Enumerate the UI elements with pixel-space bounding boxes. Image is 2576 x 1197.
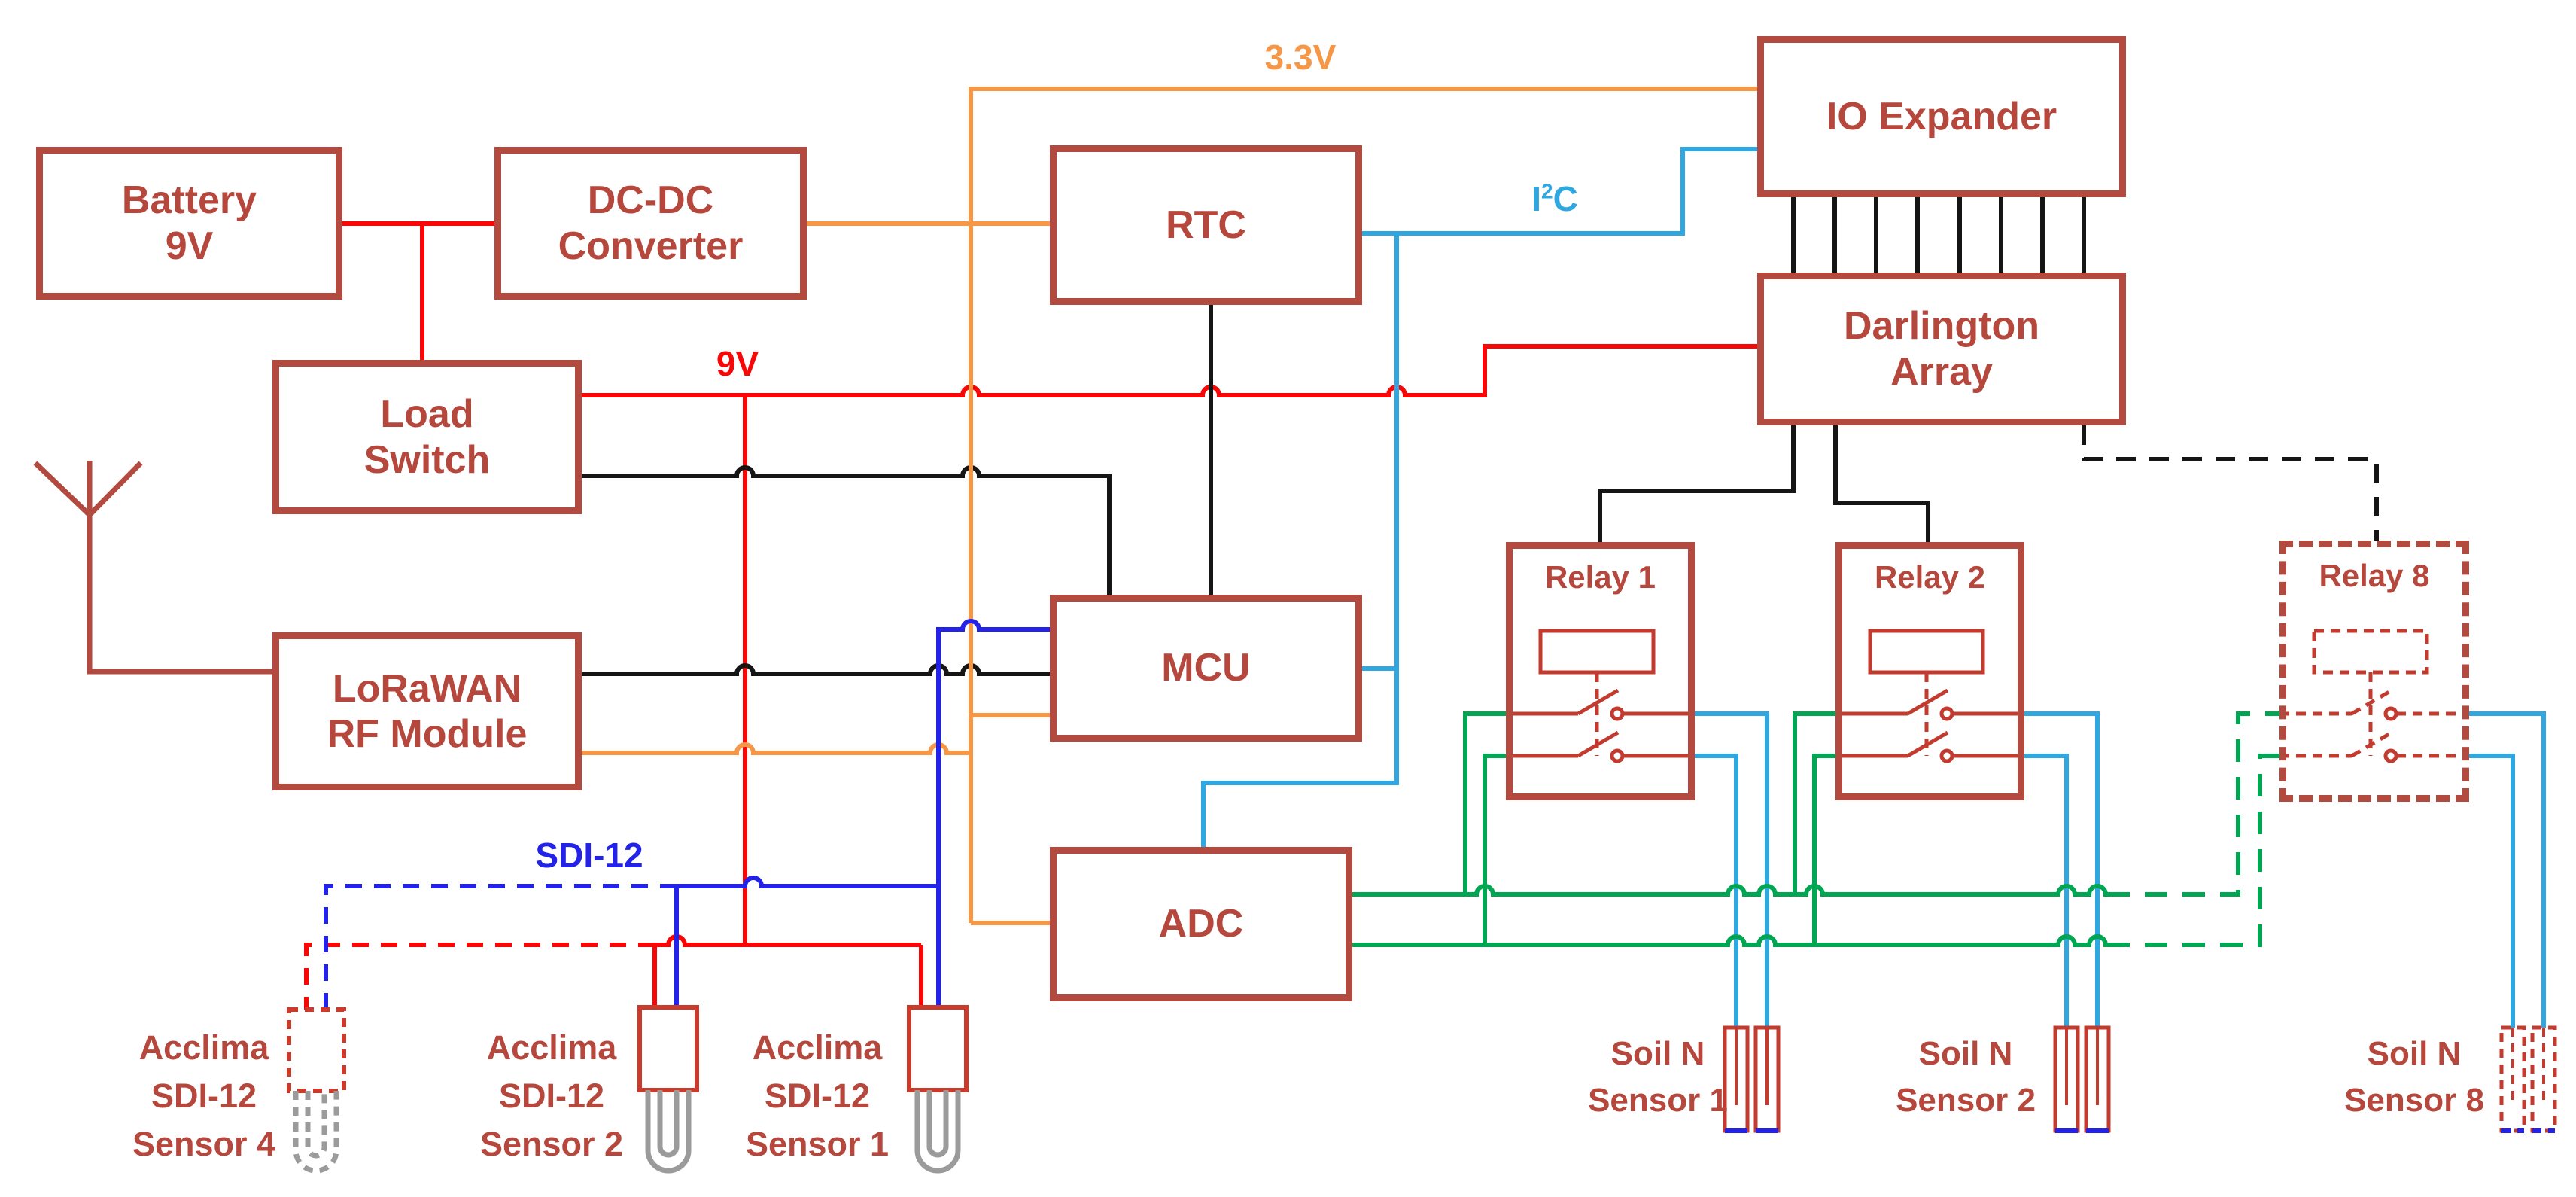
wire-relay2-upper-to-sensor — [2024, 711, 2100, 1028]
wire-sdi12-dashed-to-acclima4 — [324, 884, 677, 1010]
caption-acclima1-line1: Acclima — [752, 1028, 883, 1067]
caption-soil-sensor2: Soil N Sensor 2 — [1896, 1031, 2036, 1124]
block-lorawan-line1: LoRaWAN — [332, 666, 522, 711]
block-dcdc-converter: DC-DC Converter — [494, 147, 807, 300]
block-darlington-line1: Darlington — [1844, 304, 2039, 349]
block-dcdc-line2: Converter — [558, 224, 744, 268]
wire-red-dashed-to-acclima4 — [304, 943, 655, 1010]
caption-acclima1-line3: Sensor 1 — [745, 1125, 890, 1163]
wire-green-dashed-relay8-lower — [2107, 754, 2279, 947]
wire-green-upper-rail — [1352, 884, 2108, 897]
caption-acclima4-line1: Acclima — [138, 1028, 269, 1067]
block-mcu: MCU — [1050, 595, 1362, 742]
wire-green-lower-rail — [1352, 934, 2108, 947]
caption-soil2-line1: Soil N — [1918, 1035, 2013, 1072]
block-relay1: Relay 1 — [1506, 542, 1695, 800]
block-darlington-array: Darlington Array — [1757, 273, 2126, 425]
block-battery-line1: Battery — [121, 178, 257, 223]
wire-relay8-lower-to-sensor — [2469, 754, 2515, 1028]
wire-sdi12-rail — [677, 876, 938, 888]
wire-io-darlington-bus — [1791, 197, 2086, 273]
block-adc: ADC — [1050, 847, 1352, 1001]
wire-green-relay1-upper — [1463, 711, 1506, 894]
label-i2c-bus: I2C — [1531, 178, 1578, 219]
label-i2c-sup: 2 — [1540, 179, 1553, 203]
caption-soil8-line2: Sensor 8 — [2344, 1082, 2484, 1119]
caption-soil1-line1: Soil N — [1610, 1035, 1705, 1072]
block-battery: Battery 9V — [36, 147, 342, 300]
wire-relay1-upper-to-sensor — [1695, 711, 1769, 1028]
block-load-switch-line2: Switch — [363, 437, 491, 482]
wire-relay8-upper-to-sensor — [2469, 711, 2546, 1028]
block-rtc-label: RTC — [1166, 203, 1246, 247]
label-i2c-post: C — [1553, 179, 1578, 218]
wire-darlington-to-relay1 — [1598, 425, 1796, 542]
caption-acclima-sensor1: Acclima SDI-12 Sensor 1 — [746, 1024, 889, 1168]
block-battery-line2: 9V — [165, 224, 214, 268]
block-relay2-title: Relay 2 — [1874, 559, 1986, 595]
relay8-internals — [2279, 629, 2469, 763]
caption-acclima-sensor2: Acclima SDI-12 Sensor 2 — [480, 1024, 623, 1168]
label-sdi12-bus: SDI-12 — [535, 836, 643, 875]
block-rtc: RTC — [1050, 145, 1362, 305]
caption-acclima2-line1: Acclima — [486, 1028, 617, 1067]
caption-acclima-sensor4: Acclima SDI-12 Sensor 4 — [132, 1024, 275, 1168]
caption-soil8-line1: Soil N — [2367, 1035, 2462, 1072]
wire-green-dashed-relay8-upper — [2107, 711, 2279, 897]
soil-sensor2-glyph — [2053, 1025, 2111, 1133]
wire-darlington-to-relay8-dashed — [2082, 425, 2379, 541]
soil-sensor1-glyph — [1723, 1025, 1781, 1133]
acclima-sensor2-glyph — [637, 1005, 699, 1174]
wire-green-relay2-lower — [1812, 754, 1835, 945]
block-relay8-title: Relay 8 — [2319, 558, 2430, 593]
wire-lorawan-to-mcu — [582, 663, 1050, 676]
block-io-expander-label: IO Expander — [1826, 94, 2057, 139]
caption-soil2-line2: Sensor 2 — [1896, 1082, 2036, 1119]
block-lorawan-rf-module: LoRaWAN RF Module — [272, 632, 582, 790]
acclima-sensor4-glyph-dashed — [287, 1007, 346, 1174]
antenna-icon — [33, 461, 272, 675]
wire-green-relay1-lower — [1483, 754, 1506, 945]
block-dcdc-line1: DC-DC — [587, 178, 714, 223]
relay1-internals — [1506, 629, 1695, 763]
wire-3v3-vertical-and-rail — [969, 87, 1757, 923]
label-i2c-pre: I — [1531, 179, 1541, 218]
caption-soil-sensor8: Soil N Sensor 8 — [2344, 1031, 2484, 1124]
caption-soil1-line2: Sensor 1 — [1588, 1082, 1728, 1119]
block-darlington-line2: Array — [1890, 349, 1993, 394]
relay2-internals — [1835, 629, 2024, 763]
wire-green-relay2-upper — [1793, 711, 1835, 894]
block-mcu-label: MCU — [1161, 646, 1251, 690]
block-relay2: Relay 2 — [1835, 542, 2024, 800]
block-adc-label: ADC — [1158, 902, 1244, 946]
block-load-switch: Load Switch — [272, 360, 582, 514]
wire-i2c-rtc-to-io — [1362, 147, 1757, 236]
caption-acclima4-line2: SDI-12 — [151, 1077, 257, 1115]
block-load-switch-line1: Load — [380, 392, 474, 437]
wire-3v3-to-lorawan — [582, 742, 971, 755]
wire-loadswitch-to-mcu — [582, 465, 1112, 595]
caption-acclima2-line3: Sensor 2 — [479, 1125, 624, 1163]
block-relay1-title: Relay 1 — [1544, 559, 1656, 595]
caption-soil-sensor1: Soil N Sensor 1 — [1588, 1031, 1728, 1124]
block-relay8: Relay 8 — [2279, 541, 2469, 802]
caption-acclima4-line3: Sensor 4 — [132, 1125, 276, 1163]
soil-sensor8-glyph-dashed — [2499, 1025, 2557, 1133]
block-lorawan-line2: RF Module — [327, 712, 528, 756]
wire-darlington-to-relay2 — [1833, 425, 1930, 542]
acclima-sensor1-glyph — [907, 1005, 969, 1174]
wire-i2c-vertical-to-adc — [1201, 233, 1399, 847]
caption-acclima2-line2: SDI-12 — [498, 1077, 605, 1115]
wire-sdi12-mcu-to-acclima1 — [936, 619, 1050, 1007]
caption-acclima1-line2: SDI-12 — [764, 1077, 871, 1115]
label-3v3-rail: 3.3V — [1264, 38, 1337, 77]
wire-red-sensor-rail — [655, 934, 921, 947]
label-9v-rail: 9V — [716, 344, 759, 383]
block-io-expander: IO Expander — [1757, 36, 2126, 197]
